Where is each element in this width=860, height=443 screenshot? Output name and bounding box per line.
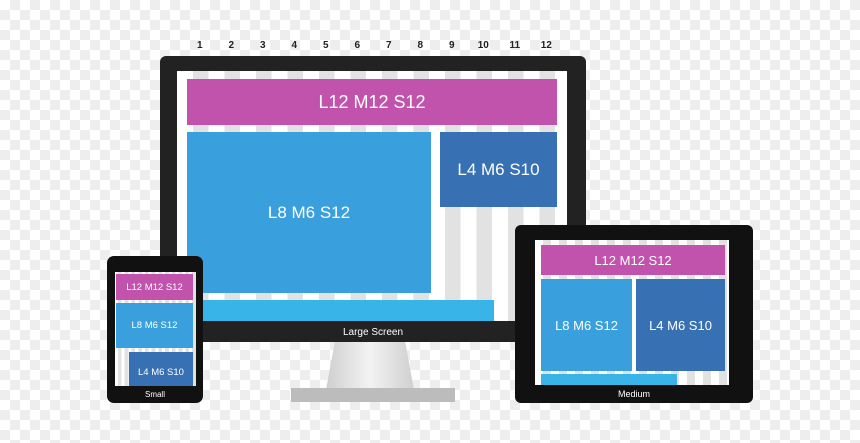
column-number: 7 (373, 40, 405, 54)
large-main-block: L8 M6 S12 (187, 132, 431, 293)
tablet-label: Medium (515, 385, 753, 403)
column-number: 8 (405, 40, 437, 54)
column-number: 12 (531, 40, 563, 54)
phone-screen: L12 M12 S12 L8 M6 S12 L4 M6 S10 (115, 272, 196, 386)
medium-side-block: L4 M6 S10 (636, 279, 725, 371)
large-main-label: L8 M6 S12 (268, 203, 350, 223)
large-bottom-bar (187, 300, 494, 321)
column-number: 11 (499, 40, 531, 54)
small-row-label: L12 M12 S12 (126, 282, 183, 293)
medium-side-label: L4 M6 S10 (649, 318, 712, 333)
large-side-label: L4 M6 S10 (457, 160, 539, 180)
monitor-screen: L12 M12 S12 L8 M6 S12 L4 M6 S10 (177, 71, 567, 321)
medium-row-label: L12 M12 S12 (594, 253, 671, 268)
column-number: 5 (310, 40, 342, 54)
large-row-block: L12 M12 S12 (187, 79, 557, 125)
small-main-block: L8 M6 S12 (116, 303, 193, 348)
small-main-label: L8 M6 S12 (132, 320, 178, 331)
monitor-stand-neck (326, 342, 414, 390)
large-side-block: L4 M6 S10 (440, 132, 557, 207)
column-number: 1 (184, 40, 216, 54)
medium-row-block: L12 M12 S12 (541, 245, 725, 275)
column-number: 3 (247, 40, 279, 54)
column-number: 10 (468, 40, 500, 54)
monitor-stand-base (291, 388, 455, 402)
column-number: 6 (342, 40, 374, 54)
column-number: 4 (279, 40, 311, 54)
column-number: 9 (436, 40, 468, 54)
small-row-block: L12 M12 S12 (116, 274, 193, 300)
phone-label: Small (107, 386, 203, 403)
medium-main-block: L8 M6 S12 (541, 279, 632, 371)
small-side-block: L4 M6 S10 (129, 352, 193, 386)
tablet-screen: L12 M12 S12 L8 M6 S12 L4 M6 S10 (535, 240, 729, 385)
column-number: 2 (216, 40, 248, 54)
large-row-label: L12 M12 S12 (318, 92, 425, 113)
medium-bottom-bar (541, 374, 677, 385)
medium-main-label: L8 M6 S12 (555, 318, 618, 333)
small-side-label: L4 M6 S10 (138, 367, 184, 378)
column-numbers: 1 2 3 4 5 6 7 8 9 10 11 12 (184, 40, 562, 54)
